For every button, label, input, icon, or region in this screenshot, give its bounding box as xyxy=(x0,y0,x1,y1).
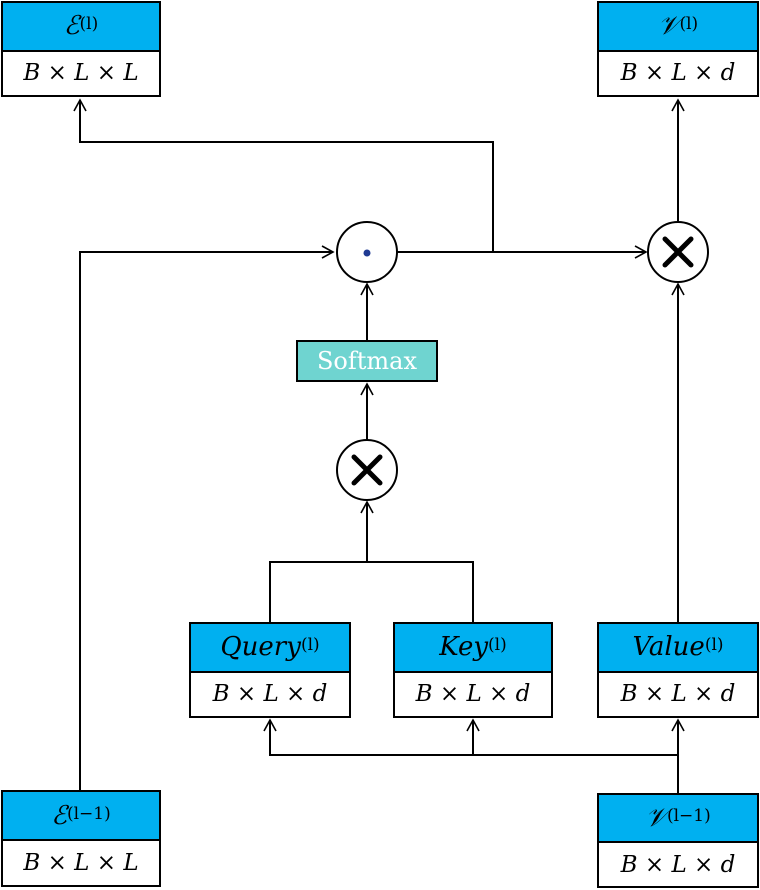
value-box: Value(l) B × L × d xyxy=(597,622,759,718)
hadamard-dot-icon xyxy=(363,249,371,257)
query-title: Query(l) xyxy=(191,624,349,673)
key-superscript: (l) xyxy=(488,635,507,656)
value-superscript: (l) xyxy=(704,635,724,656)
e-out-title: ℰ(l) xyxy=(3,3,159,52)
multiply-icon xyxy=(662,236,694,268)
e-in-dims: B × L × L xyxy=(23,850,139,877)
value-label: Value xyxy=(632,632,705,663)
v-out-dims: B × L × d xyxy=(620,60,736,87)
e-in-box: ℰ(l−1) B × L × L xyxy=(1,790,161,887)
value-dims: B × L × d xyxy=(620,681,736,708)
e-out-box: ℰ(l) B × L × L xyxy=(1,1,161,97)
query-superscript: (l) xyxy=(300,635,320,656)
v-in-to-query-edge xyxy=(263,718,678,756)
v-out-title: 𝒱(l) xyxy=(599,3,757,52)
e-in-symbol: ℰ xyxy=(51,800,67,831)
value-multiply-node xyxy=(647,221,709,283)
qk-multiply-node xyxy=(336,439,398,501)
v-in-title: 𝒱(l−1) xyxy=(599,795,757,844)
v-in-dims: B × L × d xyxy=(620,851,736,878)
v-out-symbol: 𝒱 xyxy=(657,10,680,41)
softmax-box: Softmax xyxy=(296,340,438,382)
query-label: Query xyxy=(220,632,301,663)
e-out-symbol: ℰ xyxy=(63,11,80,42)
query-box: Query(l) B × L × d xyxy=(189,622,351,718)
v-in-superscript: (l−1) xyxy=(666,806,711,827)
e-out-dims: B × L × L xyxy=(23,60,139,87)
key-dims: B × L × d xyxy=(415,681,531,708)
v-out-box: 𝒱(l) B × L × d xyxy=(597,1,759,97)
e-in-superscript: (l−1) xyxy=(66,803,111,824)
v-in-box: 𝒱(l−1) B × L × d xyxy=(597,793,759,888)
e-in-title: ℰ(l−1) xyxy=(3,792,159,842)
key-label: Key xyxy=(439,632,489,663)
multiply-icon xyxy=(351,454,383,486)
v-in-symbol: 𝒱 xyxy=(645,802,667,833)
e-out-superscript: (l) xyxy=(79,14,99,35)
v-out-superscript: (l) xyxy=(679,14,699,35)
key-title: Key(l) xyxy=(395,624,551,673)
value-title: Value(l) xyxy=(599,624,757,673)
key-box: Key(l) B × L × d xyxy=(393,622,553,718)
query-dims: B × L × d xyxy=(212,681,328,708)
hadamard-node xyxy=(336,221,398,283)
e-in-to-hadamard-edge xyxy=(79,245,335,790)
query-key-join-edge xyxy=(269,561,474,622)
hadamard-to-e-out-edge xyxy=(73,98,494,252)
